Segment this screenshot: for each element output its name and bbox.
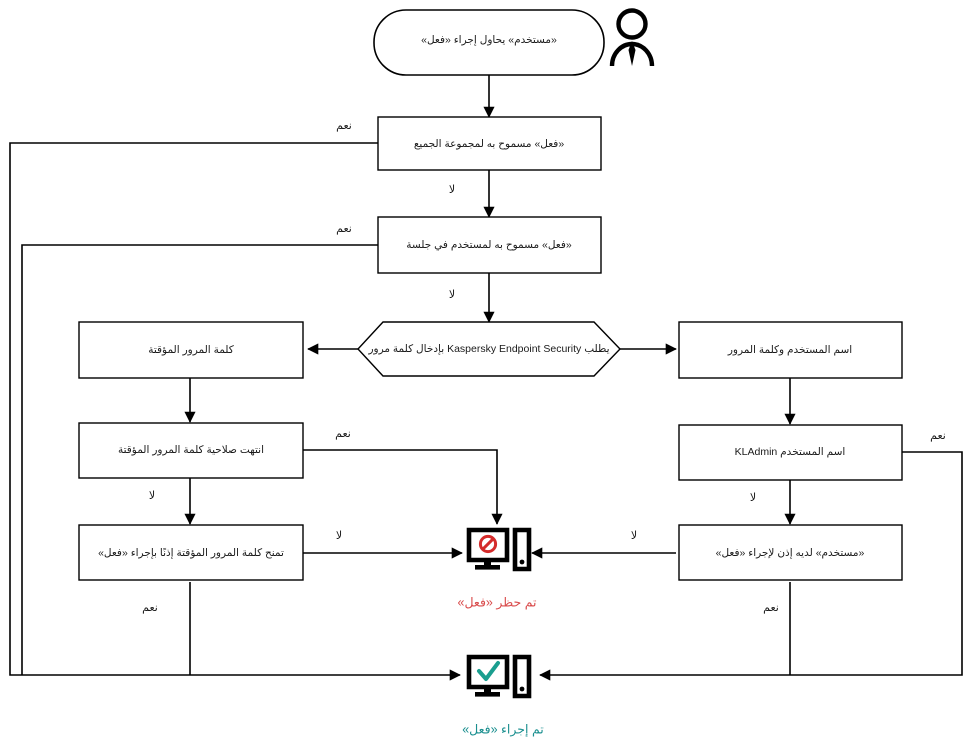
node-username-kladmin-label: اسم المستخدم KLAdmin [735, 446, 846, 458]
node-temp-password: كلمة المرور المؤقتة [78, 321, 304, 379]
person-icon [609, 8, 655, 67]
node-temp-password-grants: تمنح كلمة المرور المؤقتة إذنًا بإجراء «ف… [78, 524, 304, 581]
blocked-outcome-caption: تم حظر «فعل» [458, 595, 538, 610]
node-temp-password-grants-label: تمنح كلمة المرور المؤقتة إذنًا بإجراء «ف… [98, 547, 284, 559]
edge-label-everyone-yes: نعم [336, 120, 352, 132]
edge-label-everyone-no: لا [449, 184, 455, 196]
node-temp-password-label: كلمة المرور المؤقتة [148, 344, 234, 356]
monitor-check-icon [466, 654, 532, 699]
edge-label-grants-no: لا [336, 530, 342, 542]
edge-label-expired-yes: نعم [335, 428, 351, 440]
edge-label-kladmin-yes: نعم [930, 430, 946, 442]
connector-session-yes-to-success [21, 244, 378, 675]
node-user-and-password-label: اسم المستخدم وكلمة المرور [727, 344, 852, 356]
node-session-user: «فعل» مسموح به لمستخدم في جلسة [377, 216, 602, 274]
node-username-kladmin: اسم المستخدم KLAdmin [678, 424, 903, 481]
edge-label-kladmin-no: لا [750, 492, 756, 504]
node-temp-password-expired: انتهت صلاحية كلمة المرور المؤقتة [78, 422, 304, 479]
edge-label-permission-no: لا [631, 530, 637, 542]
node-session-user-label: «فعل» مسموح به لمستخدم في جلسة [406, 239, 572, 251]
connector-expired-yes-to-blocked [303, 449, 503, 525]
node-user-has-permission: «مستخدم» لديه إذن لإجراء «فعل» [678, 524, 903, 581]
node-everyone-group: «فعل» مسموح به لمجموعة الجميع [377, 116, 602, 171]
connector-kladmin-yes-to-success [539, 451, 963, 681]
allowed-outcome-caption: تم إجراء «فعل» [462, 722, 544, 737]
edge-label-expired-no: لا [149, 490, 155, 502]
node-kes-password-prompt: يطلب Kaspersky Endpoint Security بإدخال … [357, 321, 621, 377]
node-temp-password-expired-label: انتهت صلاحية كلمة المرور المؤقتة [118, 444, 264, 456]
edge-label-grants-yes: نعم [142, 602, 158, 614]
monitor-blocked-icon [466, 527, 532, 572]
node-kes-password-prompt-label: يطلب Kaspersky Endpoint Security بإدخال … [367, 343, 609, 355]
node-user-and-password: اسم المستخدم وكلمة المرور [678, 321, 903, 379]
connector-everyone-yes-to-success [9, 142, 461, 681]
edge-label-session-yes: نعم [336, 223, 352, 235]
node-start-label: «مستخدم» يحاول إجراء «فعل» [421, 34, 557, 46]
edge-label-session-no: لا [449, 289, 455, 301]
edge-label-permission-yes: نعم [763, 602, 779, 614]
node-everyone-group-label: «فعل» مسموح به لمجموعة الجميع [414, 138, 565, 150]
node-start: «مستخدم» يحاول إجراء «فعل» [373, 9, 605, 76]
node-user-has-permission-label: «مستخدم» لديه إذن لإجراء «فعل» [716, 547, 865, 559]
